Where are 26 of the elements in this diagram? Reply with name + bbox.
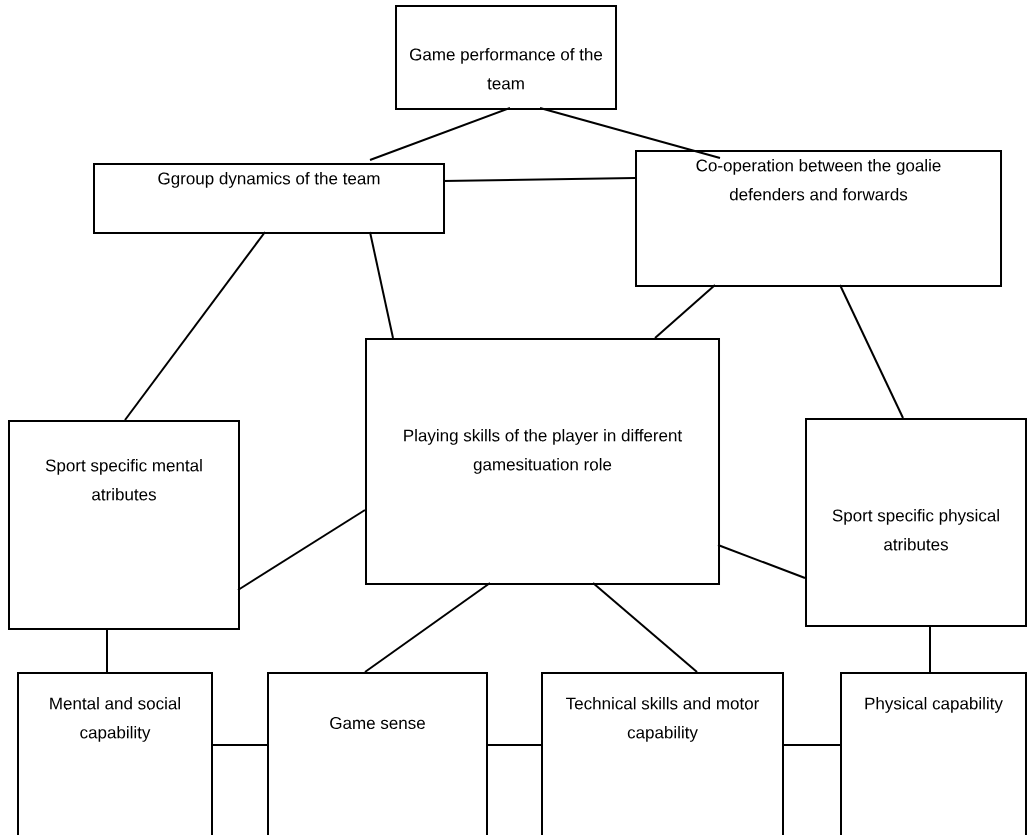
text-box: Mental and social capability: [17, 672, 213, 835]
connector-line: [364, 582, 491, 673]
text-box: Sport specific mental atributes: [8, 420, 240, 630]
connector-line: [369, 107, 511, 161]
text-box: Technical skills and motor capability: [541, 672, 784, 835]
connector-line: [539, 107, 721, 159]
connector-line: [369, 231, 394, 339]
connector-line: [210, 744, 268, 746]
connector-line: [124, 231, 266, 421]
connector-line: [717, 544, 806, 579]
connector-line: [442, 177, 636, 182]
connector-line: [237, 509, 366, 591]
connector-line: [106, 627, 108, 673]
connector-line: [781, 744, 841, 746]
text-box: Playing skills of the player in different gamesituation role: [365, 338, 720, 585]
connector-line: [592, 582, 698, 673]
connector-line: [485, 744, 542, 746]
connector-line: [654, 284, 716, 339]
text-box: Game performance of the team: [395, 5, 617, 110]
text-box: Physical capability: [840, 672, 1027, 835]
text-box: Game sense: [267, 672, 488, 835]
text-box: Co-operation between the goalie defenders and forwards: [635, 150, 1002, 287]
connector-line: [839, 284, 904, 419]
connector-line: [929, 624, 931, 673]
text-box: Ggroup dynamics of the team: [93, 163, 445, 234]
text-box: Sport specific physical atributes: [805, 418, 1027, 627]
